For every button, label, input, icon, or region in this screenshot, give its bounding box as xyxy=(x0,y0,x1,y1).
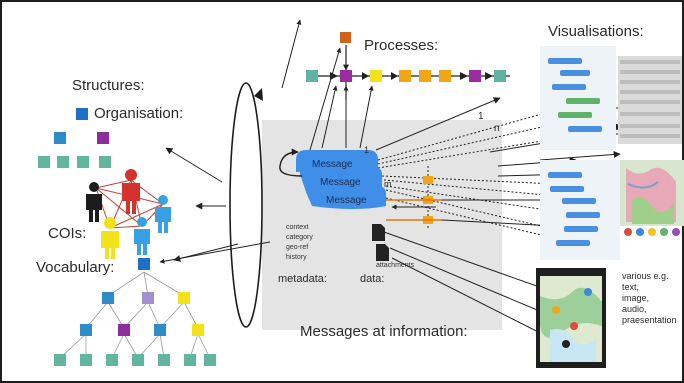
vocab-node xyxy=(142,292,154,304)
process-top-node xyxy=(340,32,351,43)
org-node-4 xyxy=(57,156,69,168)
process-node-1 xyxy=(306,70,318,82)
metadata-item: category xyxy=(286,234,313,241)
org-node-5 xyxy=(77,156,89,168)
vocabulary-tree xyxy=(54,258,216,366)
process-node-6 xyxy=(439,70,451,82)
process-node-4 xyxy=(399,70,411,82)
multiplicity-m: m xyxy=(384,179,392,189)
message-text: Message xyxy=(320,177,361,188)
message-bubble xyxy=(296,150,378,172)
message-process-links xyxy=(309,47,374,151)
metadata-label: metadata: xyxy=(278,273,327,285)
cois-label: COIs: xyxy=(48,225,87,242)
media-intro: various e.g. xyxy=(622,271,669,281)
metadata-item: geo-ref xyxy=(286,244,309,251)
vocab-node xyxy=(118,324,130,336)
media-item: praesentation xyxy=(622,315,677,325)
vocab-node xyxy=(54,354,66,366)
process-node-3 xyxy=(370,70,382,82)
message-text: Message xyxy=(312,159,353,170)
person-icon xyxy=(101,217,119,259)
multiplicity-one-b: 1 xyxy=(364,145,370,155)
data-label: data: xyxy=(360,273,385,285)
message-bubble xyxy=(306,186,386,209)
person-icon xyxy=(155,195,171,233)
visualisations-label: Visualisations: xyxy=(548,23,644,40)
structures-label: Structures: xyxy=(72,77,145,94)
inline-process-stack xyxy=(386,166,557,229)
attachment-icons xyxy=(372,224,389,261)
vocab-node xyxy=(158,354,170,366)
vocab-node xyxy=(132,354,144,366)
multiplicity-one: 1 xyxy=(478,111,484,122)
vocab-node xyxy=(184,354,196,366)
process-node-7 xyxy=(469,70,481,82)
processes-label: Processes: xyxy=(364,37,439,54)
person-icon xyxy=(134,217,150,255)
structure-arrows xyxy=(159,19,302,264)
vocab-node xyxy=(80,354,92,366)
structure-loop-arrow xyxy=(229,82,263,328)
message-text: Message xyxy=(326,195,367,206)
vocab-node xyxy=(178,292,190,304)
vocab-node xyxy=(106,354,118,366)
vocab-node xyxy=(80,324,92,336)
metadata-item: context xyxy=(286,224,309,231)
document-icon xyxy=(376,244,389,261)
vocab-node xyxy=(102,292,114,304)
messages-at-information-label: Messages at information: xyxy=(300,323,468,340)
message-self-loop xyxy=(279,148,303,177)
vocabulary-label: Vocabulary: xyxy=(36,259,115,276)
organisation-tree xyxy=(38,108,111,168)
vocab-node xyxy=(138,258,150,270)
vocab-node xyxy=(154,324,166,336)
document-icon xyxy=(372,224,385,241)
person-icon xyxy=(122,169,140,214)
org-node-1 xyxy=(54,132,66,144)
process-node-8 xyxy=(494,70,506,82)
message-stack xyxy=(279,148,386,209)
multiplicity-n: n xyxy=(494,123,500,134)
org-node-3 xyxy=(38,156,50,168)
org-legend-square xyxy=(76,108,88,120)
attachments-label: attachments xyxy=(376,262,415,269)
org-node-2 xyxy=(97,132,109,144)
person-icon xyxy=(86,182,102,222)
process-node-5 xyxy=(419,70,431,82)
metadata-item: history xyxy=(286,254,307,261)
media-item: text, xyxy=(622,282,640,292)
visualisation-panel-middle xyxy=(540,160,684,260)
process-node-2 xyxy=(340,70,352,82)
vocabulary-tree-lines xyxy=(59,271,211,359)
vocab-node xyxy=(192,324,204,336)
visualisation-panel-map xyxy=(536,268,606,368)
vocab-node xyxy=(204,354,216,366)
visualisation-panel-top xyxy=(540,46,682,150)
media-item: audio, xyxy=(622,304,647,314)
org-node-6 xyxy=(99,156,111,168)
message-visualisation-links xyxy=(377,108,565,240)
organisation-label: Organisation: xyxy=(94,105,184,122)
media-item: image, xyxy=(622,293,650,303)
